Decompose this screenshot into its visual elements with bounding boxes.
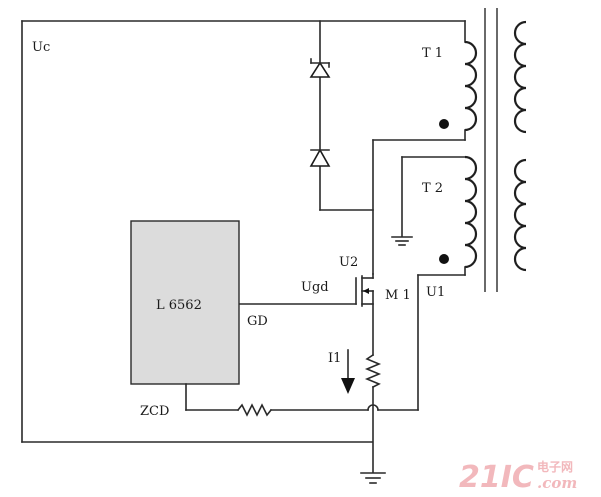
label-gd: GD (247, 314, 268, 329)
t2-ground-icon (391, 236, 413, 246)
current-arrow-icon (341, 349, 355, 394)
t1-primary-coil (464, 40, 478, 132)
watermark-number: 21IC (459, 460, 534, 495)
label-t2: T 2 (422, 181, 443, 196)
watermark-domain: .com (537, 474, 577, 492)
ic-name: L 6562 (156, 298, 202, 313)
l6562-ic (130, 220, 240, 385)
label-uc: Uc (32, 40, 50, 55)
mosfet-icon (355, 273, 374, 356)
label-zcd: ZCD (140, 404, 169, 419)
watermark-chinese: 电子网 (537, 459, 573, 474)
t2-primary-coil (464, 155, 478, 269)
t1-secondary-coil (513, 20, 527, 134)
label-u2: U2 (339, 255, 358, 270)
label-t1: T 1 (422, 46, 443, 61)
t2-dot (439, 254, 449, 264)
diode-icon (309, 148, 331, 167)
wire-crossover (367, 404, 379, 411)
label-ugd: Ugd (301, 280, 329, 295)
ground-icon (360, 472, 386, 484)
watermark-logo: 21IC 电子网 .com (459, 459, 577, 495)
t2-secondary-coil (513, 158, 527, 272)
label-m1: M 1 (385, 288, 411, 303)
t1-dot (439, 119, 449, 129)
zener-diode-icon (309, 58, 331, 78)
label-u1: U1 (426, 285, 445, 300)
label-i1: I1 (328, 351, 341, 366)
source-resistor-icon (364, 353, 382, 389)
zcd-resistor-icon (236, 403, 273, 417)
